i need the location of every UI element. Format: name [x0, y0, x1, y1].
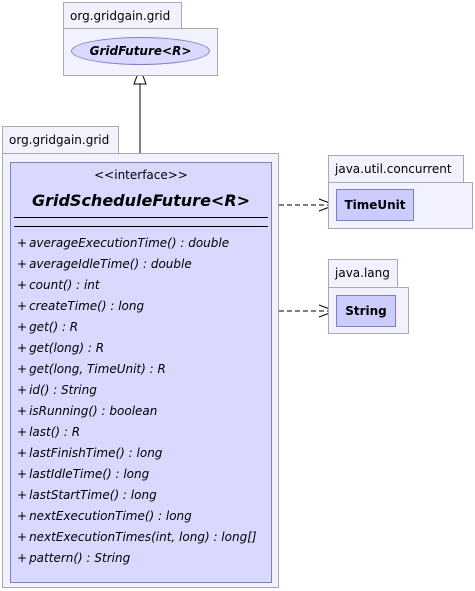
method-signature: last() : R — [29, 425, 81, 439]
method-item: +get(long) : R — [17, 338, 257, 359]
visibility-marker: + — [17, 257, 28, 271]
method-signature: isRunning() : boolean — [29, 404, 158, 418]
generalization-arrowhead — [133, 66, 147, 85]
package-label-lang: java.lang — [335, 266, 390, 280]
class-timeunit[interactable]: TimeUnit — [336, 189, 414, 221]
method-item: +averageExecutionTime() : double — [17, 233, 257, 254]
class-name-timeunit: TimeUnit — [344, 198, 406, 212]
method-signature: nextExecutionTimes(int, long) : long[] — [29, 530, 257, 544]
method-signature: lastIdleTime() : long — [29, 467, 150, 481]
method-item: +pattern() : String — [17, 548, 257, 569]
visibility-marker: + — [17, 320, 28, 334]
visibility-marker: + — [17, 446, 28, 460]
method-item: +nextExecutionTime() : long — [17, 506, 257, 527]
visibility-marker: + — [17, 425, 28, 439]
package-tab-grid-parent: org.gridgain.grid — [63, 2, 182, 29]
visibility-marker: + — [17, 362, 28, 376]
visibility-marker: + — [17, 530, 28, 544]
package-tab-lang: java.lang — [328, 259, 398, 288]
visibility-marker: + — [17, 467, 28, 481]
package-body-lang: String — [328, 287, 409, 334]
visibility-marker: + — [17, 278, 28, 292]
package-body-grid-main: <<interface>> GridScheduleFuture<R> +ave… — [2, 153, 279, 588]
visibility-marker: + — [17, 341, 28, 355]
package-label-grid-parent: org.gridgain.grid — [70, 9, 171, 23]
class-gridschedulefuture[interactable]: <<interface>> GridScheduleFuture<R> +ave… — [10, 162, 272, 583]
method-item: +nextExecutionTimes(int, long) : long[] — [17, 527, 257, 548]
method-signature: id() : String — [29, 383, 97, 397]
package-label-grid-main: org.gridgain.grid — [9, 133, 110, 147]
method-item: +lastIdleTime() : long — [17, 464, 257, 485]
package-tab-concurrent: java.util.concurrent — [328, 155, 464, 183]
method-signature: nextExecutionTime() : long — [29, 509, 192, 523]
method-item: +get(long, TimeUnit) : R — [17, 359, 257, 380]
attributes-separator — [14, 217, 268, 218]
method-item: +lastStartTime() : long — [17, 485, 257, 506]
method-item: +count() : int — [17, 275, 257, 296]
method-signature: averageIdleTime() : double — [29, 257, 192, 271]
method-signature: lastStartTime() : long — [29, 488, 157, 502]
class-gridfuture[interactable]: GridFuture<R> — [71, 37, 210, 65]
method-signature: createTime() : long — [29, 299, 145, 313]
visibility-marker: + — [17, 299, 28, 313]
visibility-marker: + — [17, 404, 28, 418]
method-item: +id() : String — [17, 380, 257, 401]
visibility-marker: + — [17, 488, 28, 502]
methods-separator — [14, 226, 268, 227]
method-item: +last() : R — [17, 422, 257, 443]
method-item: +get() : R — [17, 317, 257, 338]
class-name-gridschedulefuture: GridScheduleFuture<R> — [31, 191, 251, 210]
class-string[interactable]: String — [336, 295, 396, 327]
package-body-grid-parent: GridFuture<R> — [63, 28, 218, 76]
method-signature: get() : R — [29, 320, 79, 334]
class-stereotype: <<interface>> — [94, 168, 188, 182]
method-list: +averageExecutionTime() : double+average… — [17, 233, 257, 569]
visibility-marker: + — [17, 236, 28, 250]
visibility-marker: + — [17, 383, 28, 397]
package-tab-grid-main: org.gridgain.grid — [2, 126, 119, 154]
method-item: +isRunning() : boolean — [17, 401, 257, 422]
method-signature: get(long, TimeUnit) : R — [29, 362, 166, 376]
method-item: +lastFinishTime() : long — [17, 443, 257, 464]
method-item: +averageIdleTime() : double — [17, 254, 257, 275]
visibility-marker: + — [17, 509, 28, 523]
class-name-gridfuture: GridFuture<R> — [89, 44, 192, 58]
method-signature: get(long) : R — [29, 341, 105, 355]
class-name-string: String — [345, 304, 387, 318]
package-label-concurrent: java.util.concurrent — [335, 162, 452, 176]
method-signature: pattern() : String — [29, 551, 131, 565]
method-signature: count() : int — [29, 278, 100, 292]
package-body-concurrent: TimeUnit — [328, 182, 473, 229]
method-signature: lastFinishTime() : long — [29, 446, 163, 460]
method-signature: averageExecutionTime() : double — [29, 236, 230, 250]
method-item: +createTime() : long — [17, 296, 257, 317]
visibility-marker: + — [17, 551, 28, 565]
